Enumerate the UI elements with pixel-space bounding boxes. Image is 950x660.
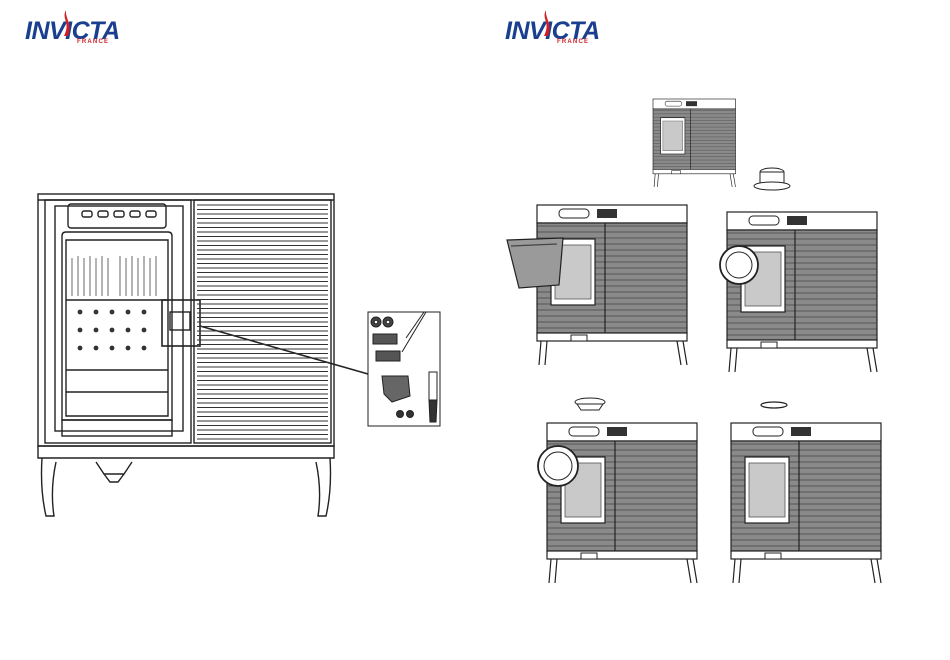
- front-leg-right: [316, 458, 331, 516]
- step-5-stove: [731, 423, 881, 583]
- assembly-steps-drawing: [475, 0, 950, 660]
- left-page: INVICTA FRANCE: [0, 0, 475, 660]
- seal-ring-5: [761, 402, 787, 408]
- front-leg-left: [42, 458, 57, 516]
- control-buttons: [82, 211, 156, 217]
- stove-front-drawing: [0, 0, 475, 660]
- hardware-kit-parts: [371, 312, 437, 422]
- step-1-stove: [653, 99, 736, 187]
- collar-ring-4: [575, 398, 605, 410]
- step-3-stove: [727, 212, 877, 372]
- right-page: INVICTA FRANCE: [475, 0, 950, 660]
- door-panel-removed: [507, 238, 563, 288]
- flue-collar-part: [754, 168, 790, 190]
- step-4-stove: [547, 423, 697, 583]
